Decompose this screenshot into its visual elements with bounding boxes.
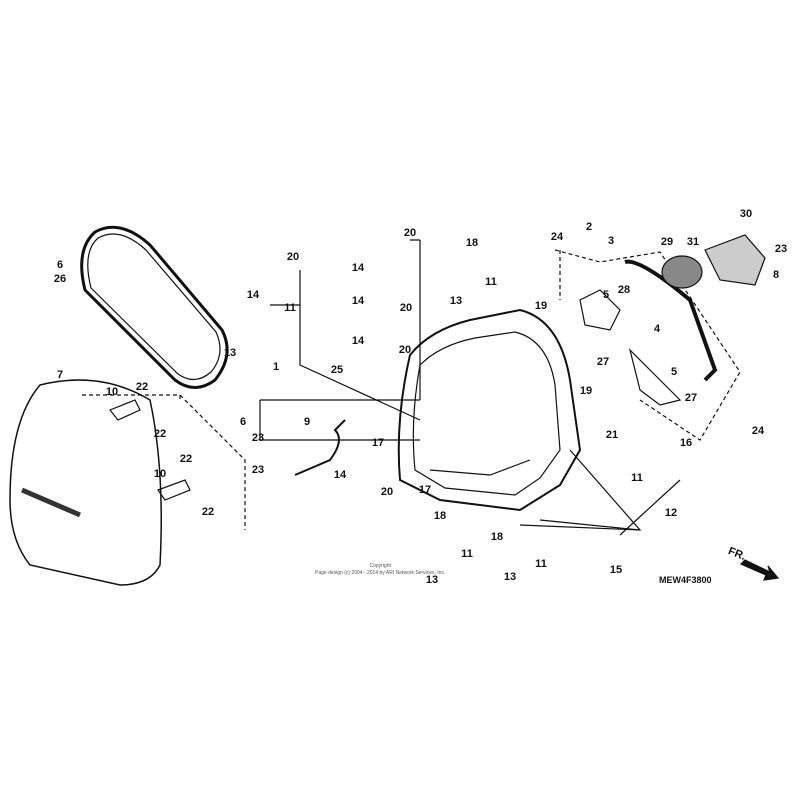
callout-label[interactable]: 26 xyxy=(53,273,67,285)
callout-label[interactable]: 19 xyxy=(579,385,593,397)
callout-label[interactable]: 15 xyxy=(609,564,623,576)
callout-label[interactable]: 17 xyxy=(418,484,432,496)
callout-label[interactable]: 22 xyxy=(135,381,149,393)
latch-assembly xyxy=(579,289,621,331)
seal-ring xyxy=(80,225,229,389)
callout-label[interactable]: 4 xyxy=(653,323,661,335)
callout-label[interactable]: 21 xyxy=(605,429,619,441)
callout-label[interactable]: 11 xyxy=(631,472,643,484)
callout-label[interactable]: 13 xyxy=(223,347,237,359)
callout-label[interactable]: 20 xyxy=(399,302,413,314)
callout-label[interactable]: 22 xyxy=(153,428,167,440)
reflector xyxy=(661,255,703,289)
callout-label[interactable]: 10 xyxy=(153,468,167,480)
callout-label[interactable]: 11 xyxy=(284,302,296,314)
callout-label[interactable]: 22 xyxy=(201,506,215,518)
cable xyxy=(294,419,346,476)
callout-label[interactable]: 6 xyxy=(56,259,64,271)
callout-label[interactable]: 14 xyxy=(351,262,365,274)
reflector-bracket xyxy=(704,234,766,286)
callout-label[interactable]: 18 xyxy=(433,510,447,522)
callout-label[interactable]: 29 xyxy=(660,236,674,248)
callout-label[interactable]: 28 xyxy=(617,284,631,296)
copyright-line-2: Page design (c) 2004 - 2014 by ARI Netwo… xyxy=(315,570,446,576)
callout-label[interactable]: 20 xyxy=(398,344,412,356)
callout-label[interactable]: 25 xyxy=(330,364,344,376)
callout-label[interactable]: 9 xyxy=(303,416,311,428)
callout-label[interactable]: 8 xyxy=(772,269,780,281)
callout-label[interactable]: 18 xyxy=(490,531,504,543)
callout-label[interactable]: 18 xyxy=(465,237,479,249)
callout-label[interactable]: 14 xyxy=(351,295,365,307)
callout-label[interactable]: 23 xyxy=(774,243,788,255)
callout-label[interactable]: 14 xyxy=(246,289,260,301)
callout-label[interactable]: 20 xyxy=(403,227,417,239)
callout-label[interactable]: 5 xyxy=(602,289,610,301)
callout-label[interactable]: 13 xyxy=(503,571,517,583)
diagram-code: MEW4F3800 xyxy=(659,575,712,585)
callout-label[interactable]: 11 xyxy=(485,276,497,288)
front-arrow xyxy=(739,559,780,581)
callout-label[interactable]: 16 xyxy=(679,437,693,449)
callout-label[interactable]: 7 xyxy=(56,369,64,381)
callout-label[interactable]: 14 xyxy=(333,469,347,481)
saddlebag-lid xyxy=(9,379,162,586)
callout-label[interactable]: 23 xyxy=(251,432,265,444)
copyright-notice: Copyright Page design (c) 2004 - 2014 by… xyxy=(315,563,445,577)
callout-label[interactable]: 12 xyxy=(664,507,678,519)
callout-label[interactable]: 6 xyxy=(239,416,247,428)
callout-label[interactable]: 14 xyxy=(351,335,365,347)
stay-rod xyxy=(624,259,718,382)
callout-label[interactable]: 22 xyxy=(179,453,193,465)
callout-label[interactable]: 27 xyxy=(684,392,698,404)
callout-label[interactable]: 11 xyxy=(535,558,547,570)
bracket xyxy=(157,479,191,501)
callout-label[interactable]: 17 xyxy=(371,437,385,449)
callout-label[interactable]: 31 xyxy=(686,236,700,248)
callout-label[interactable]: 2 xyxy=(585,221,593,233)
callout-label[interactable]: 24 xyxy=(550,231,564,243)
callout-label[interactable]: 3 xyxy=(607,235,615,247)
callout-label[interactable]: 19 xyxy=(534,300,548,312)
callout-label[interactable]: 1 xyxy=(272,361,280,373)
callout-label[interactable]: 24 xyxy=(751,425,765,437)
callout-label[interactable]: 13 xyxy=(449,295,463,307)
callout-label[interactable]: 5 xyxy=(670,366,678,378)
callout-label[interactable]: 30 xyxy=(739,208,753,220)
callout-label[interactable]: 20 xyxy=(286,251,300,263)
callout-label[interactable]: 11 xyxy=(461,548,473,560)
callout-label[interactable]: 13 xyxy=(425,574,439,586)
bracket xyxy=(109,399,141,421)
callout-label[interactable]: 10 xyxy=(105,386,119,398)
callout-label[interactable]: 20 xyxy=(380,486,394,498)
callout-label[interactable]: 23 xyxy=(251,464,265,476)
callout-label[interactable]: 27 xyxy=(596,356,610,368)
saddlebag-case xyxy=(397,308,582,512)
copyright-line-1: Copyright xyxy=(369,563,391,569)
